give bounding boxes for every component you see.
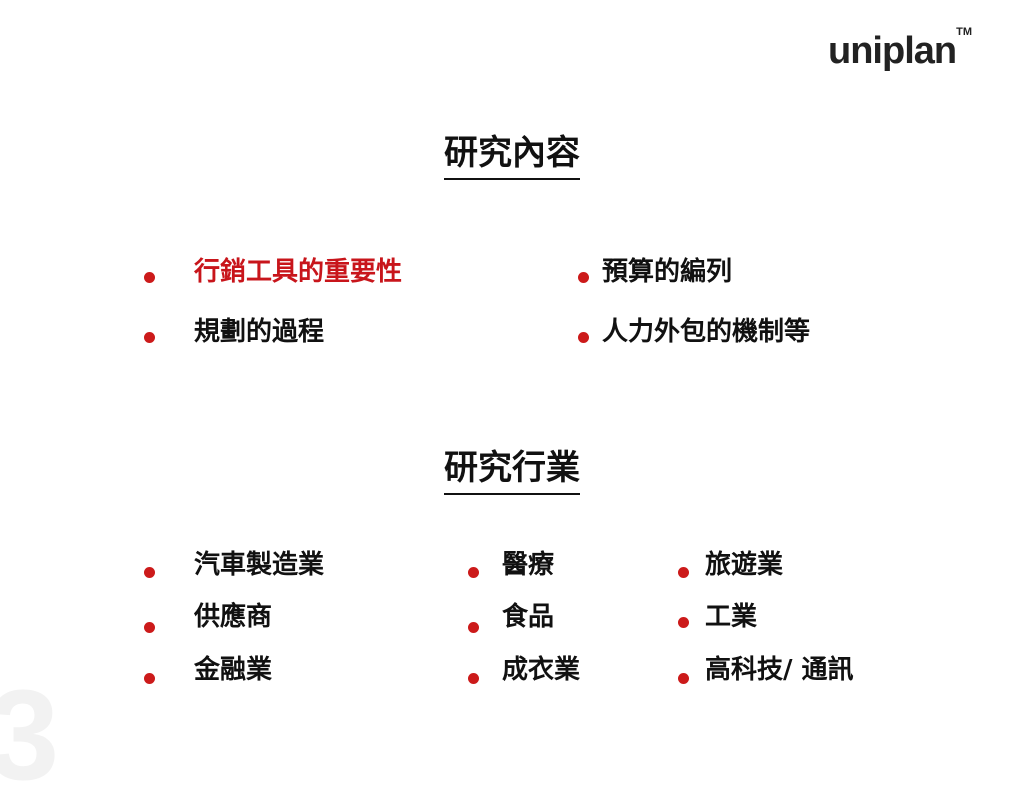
bullet-icon (468, 567, 479, 578)
section-title-research-industries: 研究行業 (0, 451, 1024, 495)
item-planning-process: 規劃的過程 (194, 317, 325, 347)
bullet-icon (144, 272, 155, 283)
item-outsourcing: 人力外包的機制等 (602, 317, 811, 347)
bullet-icon (678, 617, 689, 628)
bullet-icon (468, 622, 479, 633)
item-suppliers: 供應商 (194, 602, 273, 632)
bullet-icon (678, 673, 689, 684)
section-title-research-content: 研究內容 (0, 136, 1024, 180)
uniplan-logo: uniplanTM (828, 26, 972, 72)
bullet-icon (468, 673, 479, 684)
item-finance: 金融業 (194, 655, 273, 685)
item-medical: 醫療 (502, 550, 555, 580)
bullet-icon (144, 567, 155, 578)
bullet-icon (678, 567, 689, 578)
item-industry: 工業 (705, 602, 758, 632)
bullet-icon (578, 272, 589, 283)
bullet-icon (144, 332, 155, 343)
item-hightech-telecom: 高科技/ 通訊 (705, 655, 854, 685)
item-apparel: 成衣業 (502, 655, 581, 685)
bullet-icon (578, 332, 589, 343)
bullet-icon (144, 673, 155, 684)
page-number: 3 (0, 664, 60, 807)
item-marketing-tools: 行銷工具的重要性 (194, 257, 403, 287)
item-food: 食品 (502, 602, 555, 632)
item-budget: 預算的編列 (602, 257, 733, 287)
bullet-icon (144, 622, 155, 633)
item-automotive: 汽車製造業 (194, 550, 325, 580)
item-tourism: 旅遊業 (705, 550, 784, 580)
